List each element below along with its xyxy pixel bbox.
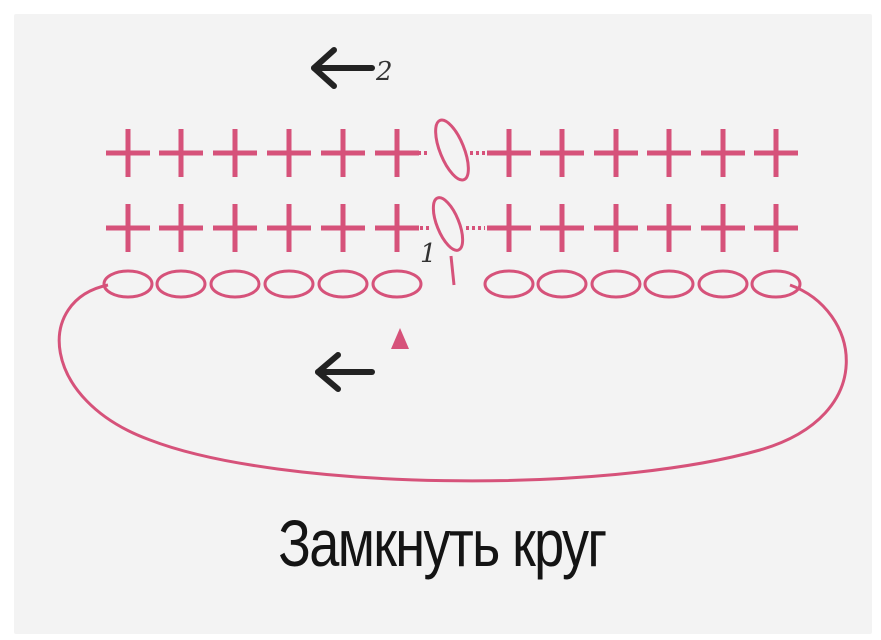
chain-stitch <box>317 269 369 299</box>
single-crochet-stitch <box>267 129 311 177</box>
single-crochet-stitch <box>540 204 584 252</box>
single-crochet-stitch <box>647 129 691 177</box>
chain-stitch-row <box>102 269 802 299</box>
single-crochet-stitch <box>213 129 257 177</box>
arrow-left-icon <box>311 47 375 89</box>
single-crochet-stitch <box>375 129 419 177</box>
chain-stitch <box>750 269 802 299</box>
single-crochet-stitch <box>106 204 150 252</box>
triangle-up-marker-icon <box>391 328 409 349</box>
chain-stitch <box>643 269 695 299</box>
single-crochet-stitch <box>159 204 203 252</box>
turning-chain-row-2 <box>434 118 470 182</box>
row-number-1: 1 <box>420 239 437 269</box>
single-crochet-stitch <box>701 129 745 177</box>
row-number-2: 2 <box>375 57 393 87</box>
single-crochet-stitch <box>754 204 798 252</box>
chain-stitch <box>155 269 207 299</box>
chain-stitch <box>371 269 423 299</box>
single-crochet-stitch <box>159 129 203 177</box>
single-crochet-stitch <box>267 204 311 252</box>
chain-stitch <box>209 269 261 299</box>
chain-stitch <box>536 269 588 299</box>
single-crochet-stitch <box>487 204 531 252</box>
single-crochet-row-1 <box>106 151 798 252</box>
single-crochet-stitch <box>106 129 150 177</box>
chain-stitch <box>697 269 749 299</box>
diagram-panel <box>14 14 872 634</box>
single-crochet-stitch <box>754 129 798 177</box>
chain-stitch <box>263 269 315 299</box>
single-crochet-stitch <box>647 204 691 252</box>
caption: Замкнуть круг <box>278 506 607 580</box>
single-crochet-stitch <box>487 129 531 177</box>
single-crochet-stitch <box>594 204 638 252</box>
arrow-left-icon <box>315 352 375 392</box>
chain-stitch <box>102 269 154 299</box>
single-crochet-stitch <box>321 129 365 177</box>
chain-stitch <box>590 269 642 299</box>
single-crochet-stitch <box>213 204 257 252</box>
single-crochet-stitch <box>540 129 584 177</box>
chain-stitch <box>483 269 535 299</box>
ring-chain <box>57 283 848 483</box>
single-crochet-stitch <box>375 204 419 252</box>
single-crochet-stitch <box>701 204 745 252</box>
turning-chain-tail <box>449 255 456 286</box>
turning-chain-row-1 <box>431 196 465 252</box>
single-crochet-stitch <box>594 129 638 177</box>
single-crochet-row-2 <box>106 129 798 177</box>
single-crochet-stitch <box>321 204 365 252</box>
